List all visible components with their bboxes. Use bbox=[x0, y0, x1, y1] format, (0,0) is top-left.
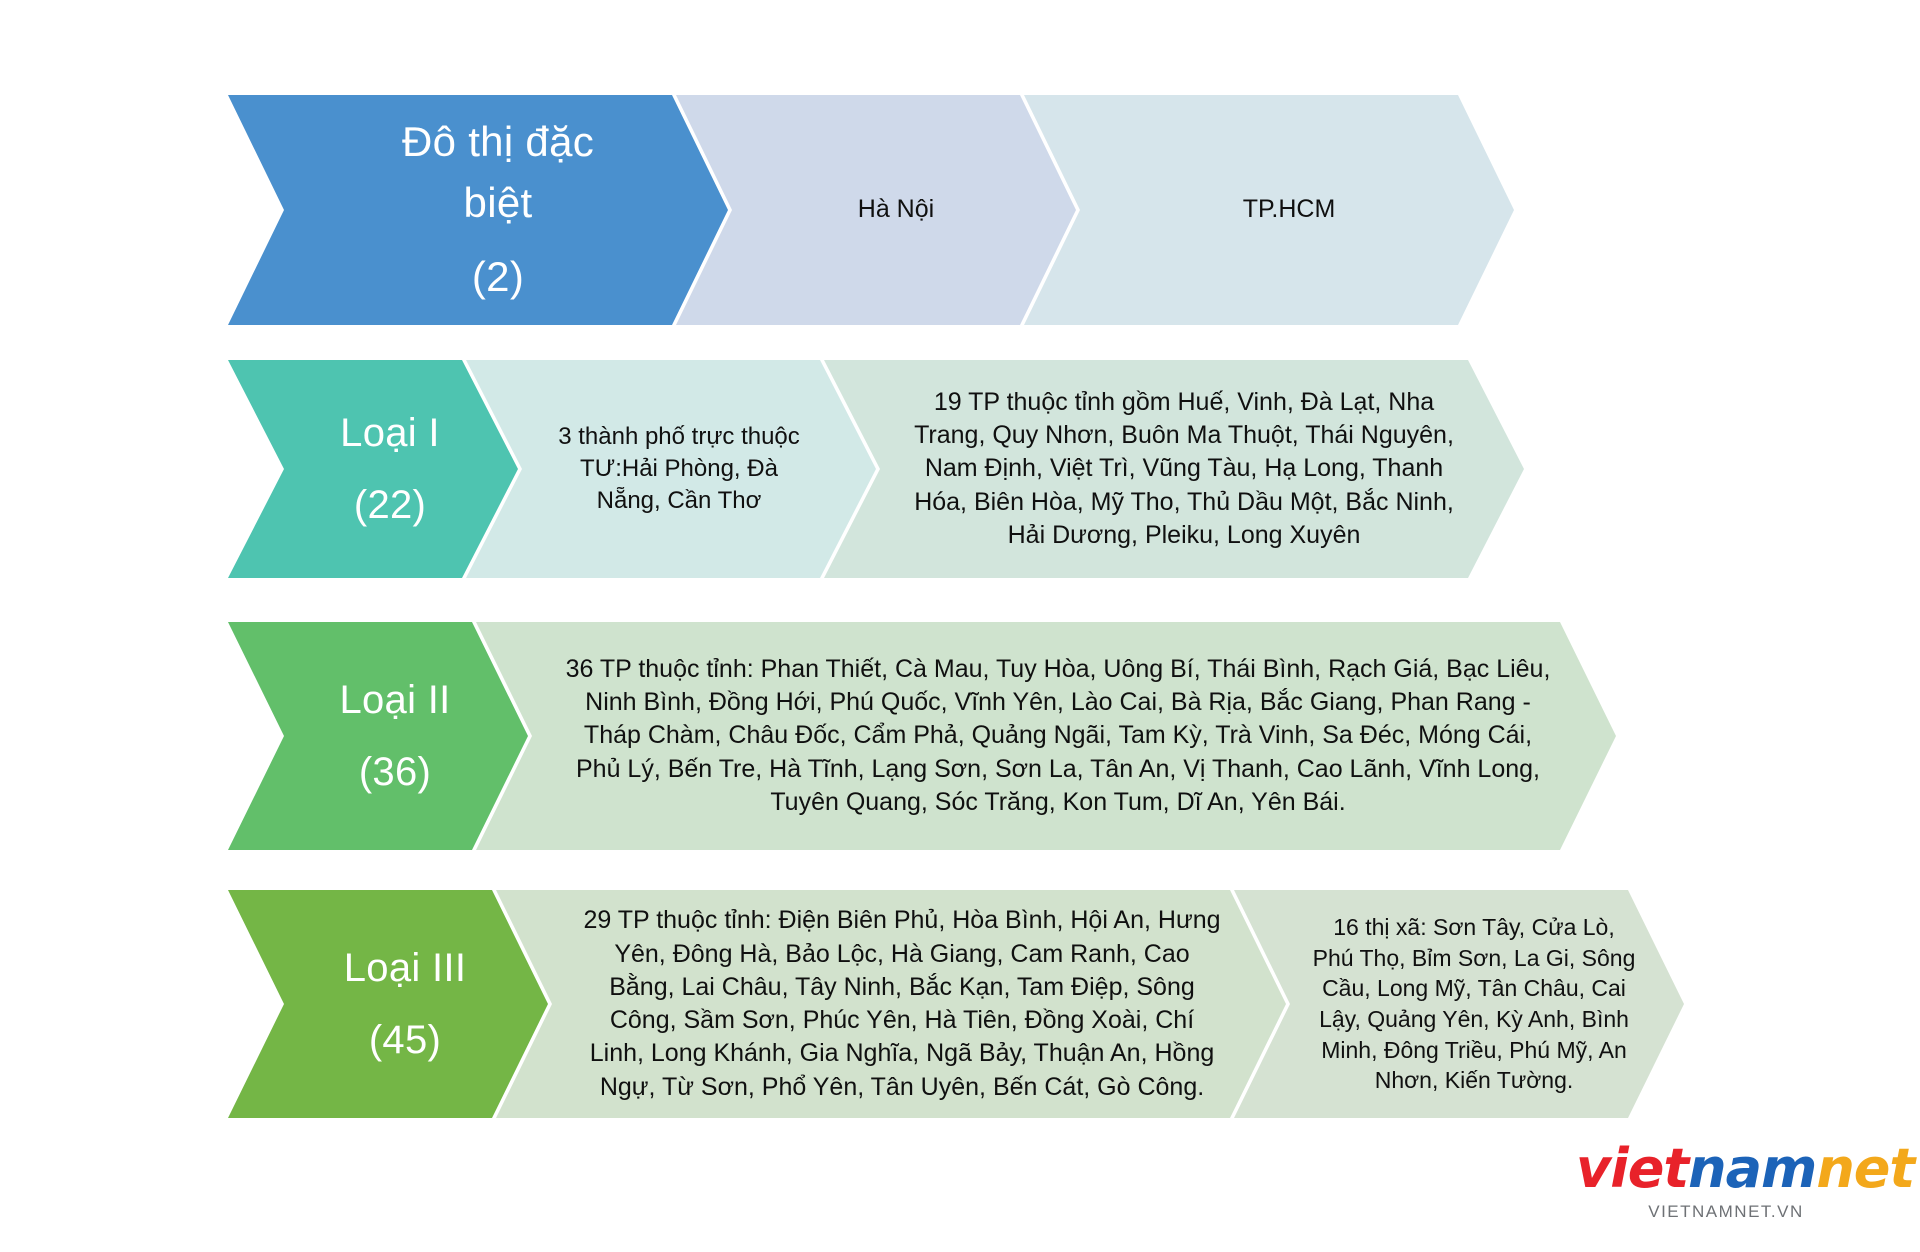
row1-cell-2-text: TP.HCM bbox=[1242, 195, 1336, 224]
row-loai-iii: Loại III (45) 29 TP thuộc tỉnh: Điện Biê… bbox=[228, 890, 1684, 1118]
row3-header-label: Loại II (36) bbox=[305, 671, 450, 801]
logo-part-net: net bbox=[1816, 1137, 1915, 1200]
row2-header-chevron: Loại I (22) bbox=[228, 360, 518, 578]
row3-cell-1: 36 TP thuộc tỉnh: Phan Thiết, Cà Mau, Tu… bbox=[476, 622, 1616, 850]
row-do-thi-dac-biet: Đô thị đặc biệt (2) Hà Nội TP.HCM bbox=[228, 95, 1514, 325]
vietnamnet-wordmark: vietnamnet bbox=[1576, 1142, 1915, 1196]
row1-cell-1-text: Hà Nội bbox=[857, 195, 935, 224]
row3-header-chevron: Loại II (36) bbox=[228, 622, 528, 850]
row2-header-count: (22) bbox=[353, 483, 427, 527]
row3-header-line-1: Loại II bbox=[339, 678, 451, 722]
row4-cell-1-text: 29 TP thuộc tỉnh: Điện Biên Phủ, Hòa Bìn… bbox=[583, 906, 1221, 1101]
row2-cell-2-text: 19 TP thuộc tỉnh gồm Huế, Vinh, Đà Lạt, … bbox=[914, 387, 1454, 549]
logo-part-viet: viet bbox=[1576, 1137, 1689, 1200]
row2-cell-1: 3 thành phố trực thuộc TƯ:Hải Phòng, Đà … bbox=[466, 360, 876, 578]
row4-header-count: (45) bbox=[368, 1018, 442, 1062]
row1-header-chevron: Đô thị đặc biệt (2) bbox=[228, 95, 728, 325]
row1-header-label: Đô thị đặc biệt (2) bbox=[362, 112, 594, 309]
row4-header-line-1: Loại III bbox=[343, 946, 467, 990]
row2-cell-1-text: 3 thành phố trực thuộc TƯ:Hải Phòng, Đà … bbox=[558, 423, 800, 514]
logo-url: VIETNAMNET.VN bbox=[1648, 1202, 1804, 1221]
row-loai-ii: Loại II (36) 36 TP thuộc tỉnh: Phan Thiế… bbox=[228, 622, 1616, 850]
row1-header-line-2: biệt bbox=[463, 178, 533, 226]
row1-header-line-1: Đô thị đặc bbox=[401, 117, 595, 165]
row1-cell-2: TP.HCM bbox=[1024, 95, 1514, 325]
row4-header-chevron: Loại III (45) bbox=[228, 890, 548, 1118]
logo-part-nam: nam bbox=[1688, 1137, 1817, 1200]
row2-header-line-1: Loại I bbox=[340, 411, 440, 455]
vietnamnet-logo: vietnamnet VIETNAMNET.VN bbox=[1576, 1142, 1915, 1222]
row4-cell-2: 16 thị xã: Sơn Tây, Cửa Lò, Phú Thọ, Bỉm… bbox=[1234, 890, 1684, 1118]
row1-header-count: (2) bbox=[471, 253, 525, 301]
row1-cell-1: Hà Nội bbox=[676, 95, 1076, 325]
row4-cell-2-text: 16 thị xã: Sơn Tây, Cửa Lò, Phú Thọ, Bỉm… bbox=[1312, 914, 1636, 1094]
row4-cell-1: 29 TP thuộc tỉnh: Điện Biên Phủ, Hòa Bìn… bbox=[496, 890, 1286, 1118]
row4-header-label: Loại III (45) bbox=[310, 939, 466, 1069]
row-loai-i: Loại I (22) 3 thành phố trực thuộc TƯ:Hả… bbox=[228, 360, 1524, 578]
row2-header-label: Loại I (22) bbox=[306, 404, 440, 534]
row2-cell-2: 19 TP thuộc tỉnh gồm Huế, Vinh, Đà Lạt, … bbox=[824, 360, 1524, 578]
row3-header-count: (36) bbox=[358, 750, 432, 794]
row3-cell-1-text: 36 TP thuộc tỉnh: Phan Thiết, Cà Mau, Tu… bbox=[565, 654, 1551, 816]
